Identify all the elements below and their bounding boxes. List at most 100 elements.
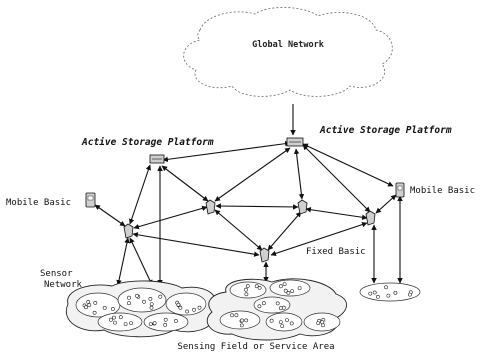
sensor-node <box>393 290 398 295</box>
router-icon-left <box>123 223 134 239</box>
sensor-node <box>92 310 97 315</box>
mobile-basic-left <box>85 192 96 208</box>
sensing-field-label: Sensing Field or Service Area <box>177 342 334 352</box>
link-storage-left-router-left <box>128 164 152 225</box>
sensor-node <box>286 290 291 295</box>
link-router-far-mobile-right <box>375 194 397 214</box>
sensor-node <box>234 313 239 318</box>
sensor-node <box>278 320 283 325</box>
sensor-node <box>283 288 288 293</box>
sensor-node <box>282 282 287 287</box>
link-storage-right-router-mid <box>214 147 291 202</box>
sensor-node <box>158 294 163 299</box>
sensor-node <box>185 309 190 314</box>
sensor-node <box>113 320 117 325</box>
router-icon-right <box>297 199 308 215</box>
network-links <box>94 104 403 286</box>
sensor-node <box>102 305 107 310</box>
router-icon-mid <box>205 199 216 215</box>
sensor-node <box>257 304 262 309</box>
global-network-cloud: Global Network <box>183 7 393 97</box>
storage-left-label: Active Storage Platform <box>81 137 214 148</box>
sensor-node <box>135 293 139 298</box>
sensor-node <box>178 305 183 310</box>
link-storage-left-router-mid <box>161 165 209 202</box>
link-router-left-sensor-b <box>129 237 153 286</box>
sensor-node <box>289 321 294 326</box>
sensor-node <box>109 317 113 322</box>
sensor-node <box>84 305 88 310</box>
sensor-node <box>384 285 388 290</box>
link-storage-right-router-right <box>293 148 305 200</box>
sensor-node <box>280 324 285 329</box>
link-router-right-router-far <box>305 207 368 220</box>
mobile-right-label: Mobile Basic <box>410 186 475 196</box>
sensor-node <box>261 301 266 306</box>
sensor-node <box>278 306 283 311</box>
router-nodes <box>123 199 376 263</box>
sensor-nodes <box>82 282 413 329</box>
sensor-node <box>118 315 123 320</box>
link-fixed-router-far <box>270 221 368 257</box>
sensor-node <box>407 292 412 297</box>
sensing-field-left <box>65 280 217 338</box>
storage-platform-right <box>286 137 304 147</box>
sensor-node <box>285 318 289 323</box>
sensor-node <box>278 284 283 289</box>
sensor-node <box>386 293 391 298</box>
link-router-mid-router-right <box>215 203 299 210</box>
sensor-node <box>176 302 181 307</box>
sensor-node <box>123 322 128 327</box>
sensor-node <box>368 291 373 296</box>
link-router-mid-fixed <box>214 209 263 251</box>
link-router-left-sensor-a <box>116 237 130 286</box>
sensor-node <box>112 315 116 320</box>
sensor-node <box>281 305 286 310</box>
sensor-node <box>245 284 250 288</box>
sensor-node <box>149 302 154 307</box>
sensing-field-right <box>359 282 421 302</box>
sensor-node <box>240 318 244 323</box>
fixed-basic-icon <box>259 247 270 263</box>
storage-right-label: Active Storage Platform <box>319 125 452 136</box>
sensor-node <box>316 321 321 326</box>
sensor-node <box>275 301 280 306</box>
sensor-node <box>163 322 168 327</box>
sensor-node <box>163 317 168 322</box>
sensor-node <box>111 307 115 311</box>
sensor-node <box>375 294 380 299</box>
sensor-node <box>257 285 262 290</box>
global-network-label: Global Network <box>252 40 324 50</box>
sensor-network-label-line1: Sensor <box>40 269 73 279</box>
sensor-node <box>290 289 295 294</box>
sensor-node <box>127 301 131 306</box>
sensor-node <box>87 303 92 307</box>
sensor-node <box>192 307 196 312</box>
sensor-node <box>197 305 202 310</box>
sensing-field-center <box>206 278 347 341</box>
mobile-basic-right <box>395 182 405 198</box>
sensor-node <box>297 286 302 291</box>
link-storage-right-mobile-right <box>302 143 394 187</box>
sensor-node <box>254 284 259 289</box>
sensor-node <box>148 296 153 301</box>
sensor-node <box>239 323 244 328</box>
sensor-node <box>149 305 154 310</box>
sensor-node <box>127 295 131 300</box>
sensor-node <box>244 292 249 297</box>
fixed-basic-label: Fixed Basic <box>306 247 366 257</box>
mobile-left-label: Mobile Basic <box>6 198 71 208</box>
sensor-node <box>86 299 91 304</box>
link-mobile-left-router-left <box>94 204 126 227</box>
sensor-node <box>244 318 249 323</box>
link-router-left-fixed <box>132 232 260 257</box>
sensor-node <box>372 290 377 295</box>
sensor-node <box>142 299 146 304</box>
sensor-node <box>152 321 157 326</box>
sensor-node <box>129 321 133 326</box>
router-icon-far <box>365 210 376 226</box>
sensor-node <box>269 318 274 323</box>
sensor-node <box>148 322 153 327</box>
sensor-node <box>173 319 178 323</box>
sensor-node <box>230 313 234 318</box>
